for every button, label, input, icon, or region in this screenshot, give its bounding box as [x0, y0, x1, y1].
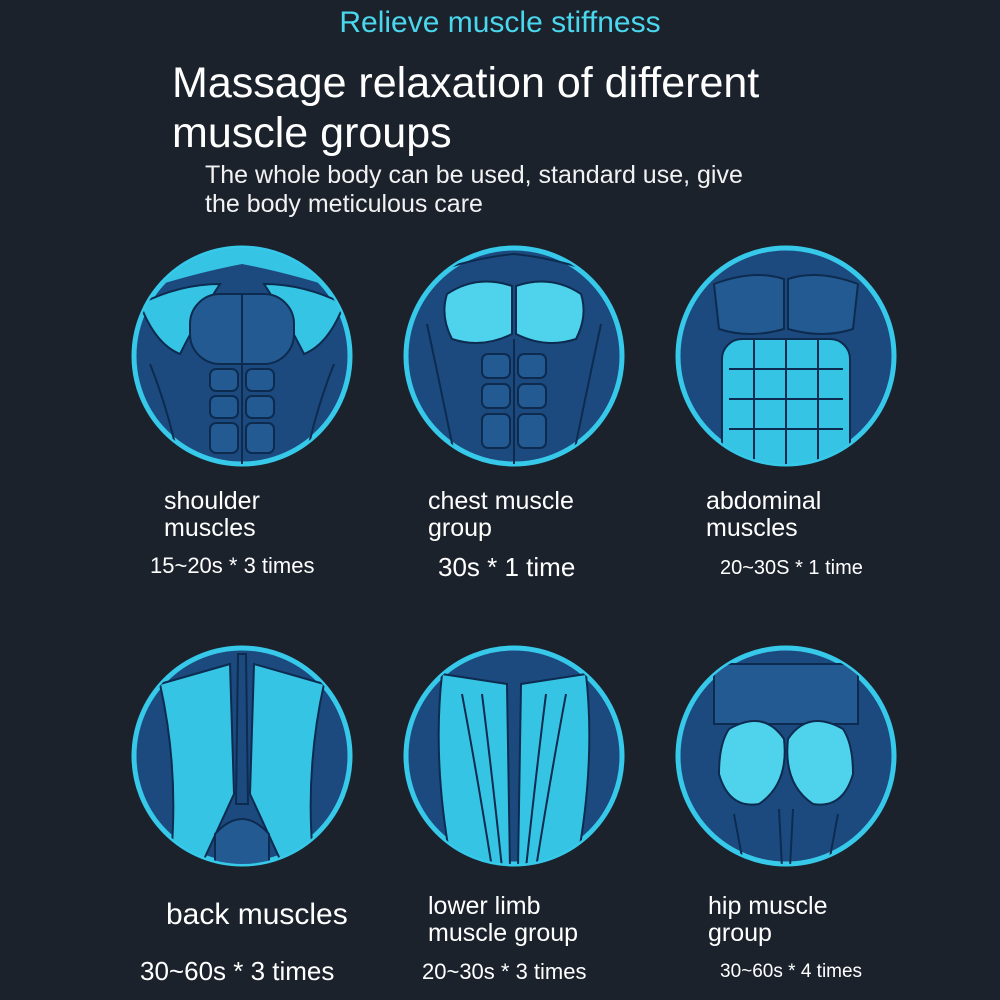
chest-muscles-icon — [402, 244, 626, 468]
group-timing-hip: 30~60s * 4 times — [720, 961, 863, 982]
page-title: Massage relaxation of different muscle g… — [172, 58, 892, 158]
group-label-chest: chest muscle group — [428, 488, 574, 542]
abdominal-muscles-icon — [674, 244, 898, 468]
page-subtitle-line-1: The whole body can be used, standard use… — [205, 161, 743, 189]
page-title-line-2: muscle groups — [172, 109, 452, 157]
group-label-line: group — [708, 919, 772, 947]
group-label-line: lower limb — [428, 892, 541, 920]
group-label-line: muscle group — [428, 919, 579, 947]
page-title-line-1: Massage relaxation of different — [172, 59, 760, 107]
page-subtitle-line-2: the body meticulous care — [205, 190, 483, 218]
hip-muscles-icon — [674, 644, 898, 868]
group-label-line: muscles — [706, 514, 798, 542]
group-label-hip: hip muscle group — [708, 893, 828, 947]
group-label-line: back muscles — [166, 898, 348, 931]
group-label-line: group — [428, 514, 492, 542]
group-label-back: back muscles — [166, 898, 348, 931]
tagline: Relieve muscle stiffness — [339, 6, 661, 39]
group-label-line: abdominal — [706, 487, 822, 515]
group-label-shoulder: shoulder muscles — [164, 488, 260, 542]
lower-limb-icon — [402, 644, 626, 868]
group-timing-chest: 30s * 1 time — [438, 552, 576, 582]
group-label-line: shoulder — [164, 487, 260, 515]
page-subtitle: The whole body can be used, standard use… — [205, 161, 885, 219]
group-timing-lower-limb: 20~30s * 3 times — [422, 959, 587, 984]
group-timing-shoulder: 15~20s * 3 times — [150, 553, 315, 578]
group-timing-abdominal: 20~30S * 1 time — [720, 557, 863, 579]
group-label-line: hip muscle — [708, 892, 828, 920]
group-label-line: chest muscle — [428, 487, 574, 515]
group-label-line: muscles — [164, 514, 256, 542]
group-label-lower-limb: lower limb muscle group — [428, 893, 578, 947]
back-muscles-icon — [130, 644, 354, 868]
group-label-abdominal: abdominal muscles — [706, 488, 821, 542]
shoulder-muscles-icon — [130, 244, 354, 468]
group-timing-back: 30~60s * 3 times — [140, 956, 335, 986]
